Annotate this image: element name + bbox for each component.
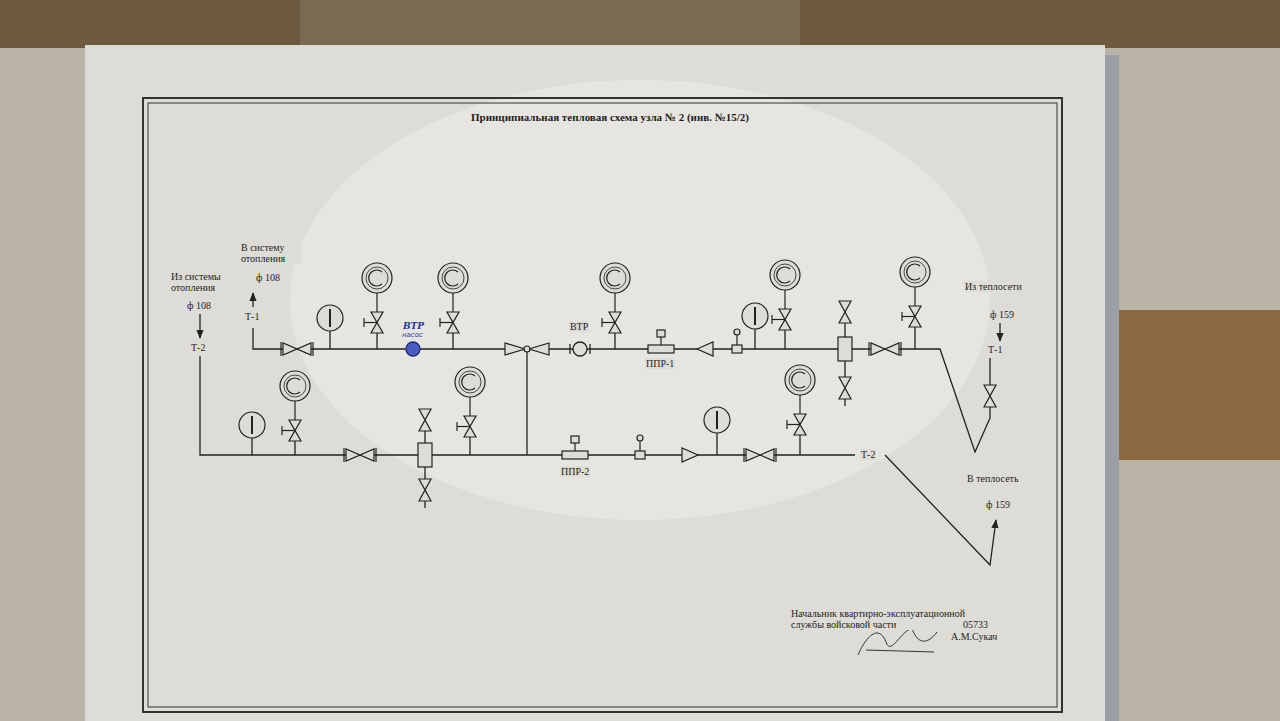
three-way-valve xyxy=(505,343,525,355)
flash-glare xyxy=(290,80,990,520)
ball-valve xyxy=(736,335,737,345)
device-label: ППР-2 xyxy=(560,466,590,477)
pipe-code: Т-2 xyxy=(860,449,876,460)
handwritten-note: ВТР xyxy=(402,321,425,331)
manometer-symbol xyxy=(704,407,730,433)
manometer-symbol xyxy=(239,412,265,438)
handwritten-note: насос xyxy=(401,331,424,339)
outlet-pipe xyxy=(885,455,996,565)
ball-valve xyxy=(732,345,742,353)
diameter-label: ф 108 xyxy=(186,300,212,311)
outer-frame xyxy=(143,98,1062,712)
thermometer-symbol xyxy=(455,367,485,437)
signature-scribble xyxy=(858,628,937,655)
diameter-label: ф 159 xyxy=(989,309,1015,320)
device-label: ППР-1 xyxy=(645,358,675,369)
diameter-label: ф 159 xyxy=(985,499,1011,510)
metal-strip xyxy=(1105,55,1119,721)
signature-name: А.М.Сукач xyxy=(950,631,998,642)
thermometer-symbol xyxy=(600,263,630,333)
title: Принципиальная тепловая схема узла № 2 (… xyxy=(300,111,920,124)
manometer-symbol xyxy=(742,303,768,329)
pipe-code: Т-1 xyxy=(987,344,1003,355)
gate-valve xyxy=(869,342,901,356)
gate-valve-vertical xyxy=(984,385,996,407)
gate-valve-vertical xyxy=(839,301,851,323)
pipe-code: Т-2 xyxy=(190,342,206,353)
gate-valve xyxy=(744,448,776,462)
flow-transducer xyxy=(570,344,590,354)
thermometer-symbol xyxy=(280,371,310,441)
pipe-label: В теплосеть xyxy=(966,473,1020,484)
device-label: ВТР xyxy=(569,321,589,332)
pump-symbol xyxy=(406,342,420,356)
diameter-label: ф 108 xyxy=(255,272,281,283)
pipe-label: Из системы отопления xyxy=(170,271,236,293)
mud-filter xyxy=(418,443,432,467)
flow-meter xyxy=(574,443,575,451)
flow-transducer xyxy=(573,342,587,356)
gate-valve-vertical xyxy=(839,377,851,399)
pipes xyxy=(200,293,1000,565)
flow-arrow xyxy=(252,293,253,307)
thermometer-symbol xyxy=(770,260,800,330)
thermometer-symbol xyxy=(438,263,468,333)
ball-valve xyxy=(637,435,643,441)
check-valve xyxy=(697,342,713,356)
flow-meter xyxy=(562,451,588,459)
ball-valve xyxy=(639,441,640,451)
flow-meter xyxy=(660,337,661,345)
gate-valve xyxy=(281,342,313,356)
bypass-pipe xyxy=(526,352,527,455)
unit-number: 05733 xyxy=(962,619,989,630)
thermometer-symbol xyxy=(362,263,392,333)
flow-meter xyxy=(571,436,579,443)
three-way-valve xyxy=(524,346,530,352)
pipe-code: Т-1 xyxy=(244,311,260,322)
flow-meter xyxy=(648,345,674,353)
wood-strip xyxy=(0,0,1280,48)
thermometer-symbol xyxy=(900,257,930,327)
signature-text: Начальник квартирно-эксплуатационной слу… xyxy=(790,608,982,630)
gate-valve xyxy=(344,448,376,462)
gate-valve-vertical xyxy=(419,409,431,431)
pipe-label: В систему отопления xyxy=(240,242,302,264)
drain-stems xyxy=(425,323,845,508)
pipe-label: Из теплосети xyxy=(964,281,1023,292)
paper-sheet xyxy=(85,45,1105,721)
gate-valve-vertical xyxy=(419,479,431,501)
flow-meter xyxy=(657,330,665,337)
ball-valve xyxy=(635,451,645,459)
thermometer-symbol xyxy=(785,365,815,435)
three-way-valve xyxy=(529,343,549,355)
check-valve xyxy=(682,448,698,462)
flow-arrow xyxy=(999,323,1000,341)
mud-filter xyxy=(838,337,852,361)
cardboard xyxy=(300,0,800,45)
inner-frame xyxy=(148,103,1057,707)
brick xyxy=(1100,310,1280,460)
flow-arrow xyxy=(199,314,200,338)
gauge-stems xyxy=(252,329,755,455)
manometer-symbol xyxy=(317,305,343,331)
supply-pipe xyxy=(253,328,990,452)
ball-valve xyxy=(734,329,740,335)
